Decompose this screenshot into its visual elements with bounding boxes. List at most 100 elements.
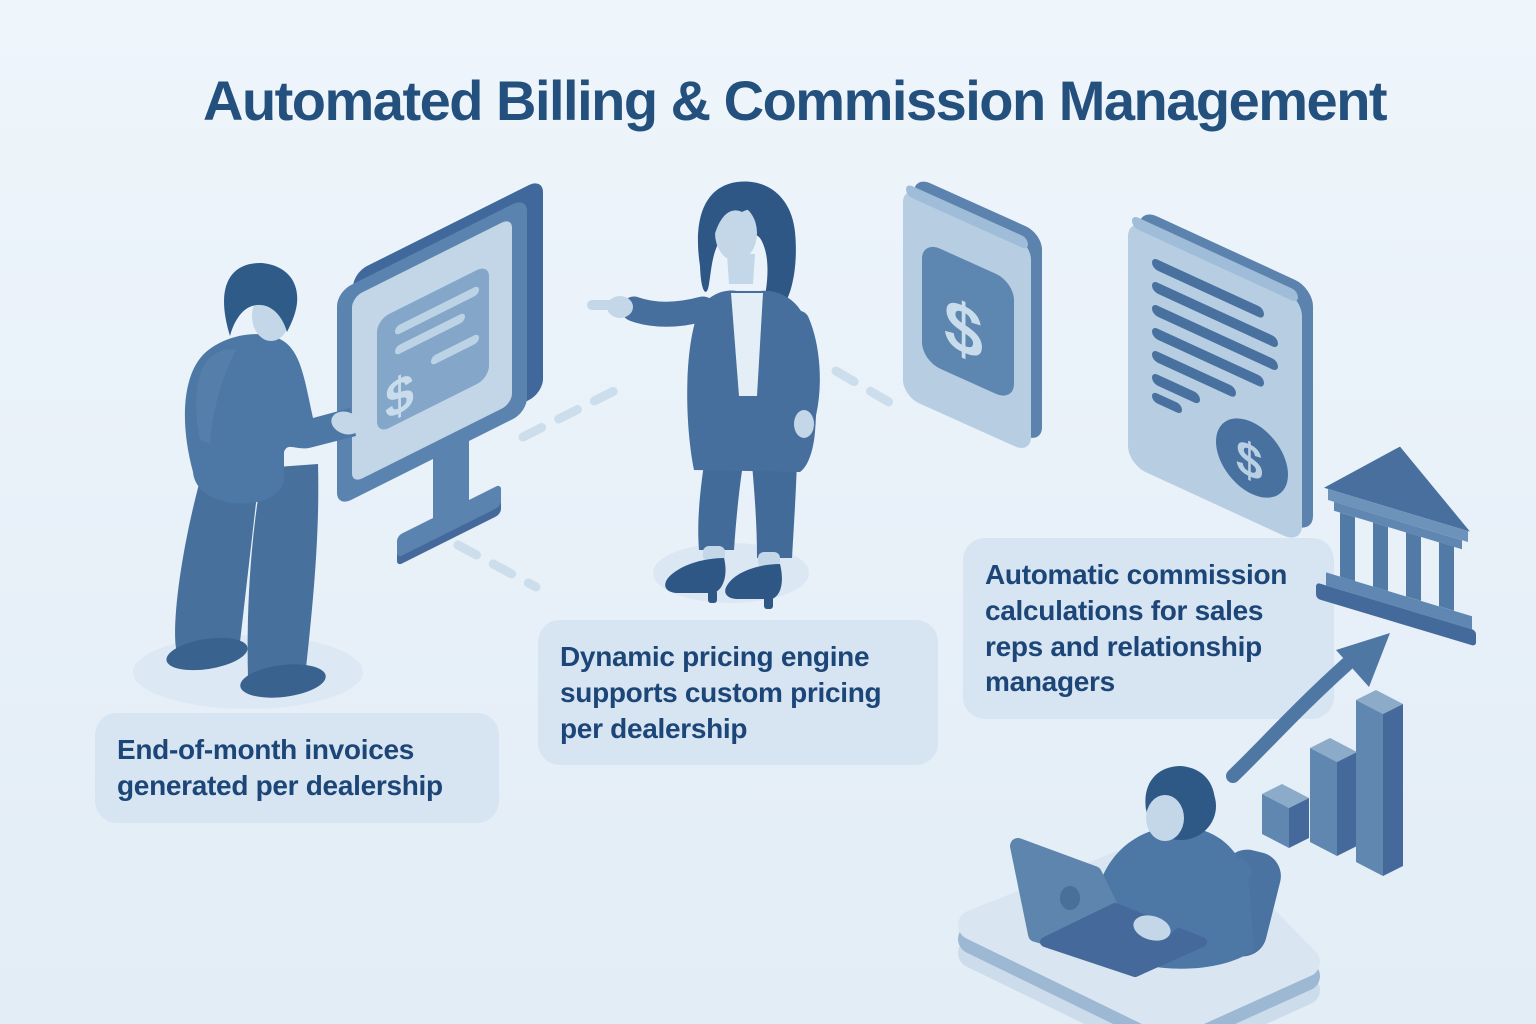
bar-left-face <box>1356 700 1383 876</box>
woman-blazer <box>687 290 817 472</box>
dashed-connector-monitor-caption <box>453 540 541 592</box>
document-top-bevel <box>1132 216 1298 302</box>
caption-invoices: End-of-month invoices generated per deal… <box>95 713 499 823</box>
woman-pointing-arm <box>621 296 716 327</box>
man-shadow-ellipse <box>133 635 363 709</box>
invoice-panel-line <box>395 286 479 335</box>
man-hand <box>331 411 361 435</box>
bank-roof-fascia <box>1328 489 1468 543</box>
man-shoe <box>240 664 326 698</box>
man-leg <box>175 462 260 655</box>
invoice-document-icon: $ <box>1128 214 1313 538</box>
bank-base <box>1316 583 1476 646</box>
woman-left-arm <box>786 310 820 424</box>
chair-back <box>1209 849 1281 957</box>
bank-roof <box>1324 446 1470 532</box>
monitor-frame <box>337 202 527 502</box>
caption-text-line: End-of-month invoices <box>117 734 415 765</box>
woman-neck <box>727 254 755 284</box>
document-edge <box>1139 214 1313 528</box>
caption-text-line: Dynamic pricing engine <box>560 641 870 672</box>
caption-pricing: Dynamic pricing engine supports custom p… <box>538 620 938 766</box>
monitor-stand-base-edge <box>397 499 501 565</box>
woman-shadow-ellipse <box>653 543 809 603</box>
page-title: Automated Billing & Commission Managemen… <box>203 69 1388 132</box>
card-top-bevel <box>906 185 1028 249</box>
card-dollar-panel <box>922 246 1014 396</box>
card-face <box>903 191 1031 448</box>
dashed-connector-woman-card <box>831 366 899 410</box>
man-face <box>252 291 290 341</box>
businesswoman-figure <box>587 181 820 609</box>
bar-right-face <box>1383 704 1403 876</box>
bank-column <box>1439 542 1454 611</box>
woman-pointing-finger <box>587 300 623 310</box>
desk-platform-lip <box>958 853 1320 1024</box>
woman-hair-back <box>697 181 796 310</box>
laptop-logo <box>1060 886 1080 910</box>
dollar-sign-icon: $ <box>944 282 983 378</box>
woman-ankle <box>703 546 725 562</box>
dollar-coin-icon <box>1216 418 1288 498</box>
caption-text-line: calculations for sales <box>985 594 1264 626</box>
bank-architrave <box>1334 501 1462 550</box>
caption-text-line: supports custom pricing <box>560 676 882 708</box>
card-edge <box>914 181 1042 438</box>
caption-text-line: reps and relationship <box>985 630 1262 662</box>
bar-top <box>1356 690 1403 714</box>
invoice-panel-line <box>431 334 479 365</box>
woman-face <box>715 205 757 261</box>
laptop-person-hand <box>1133 915 1171 941</box>
invoice-panel-line <box>395 313 465 355</box>
bar-right-face <box>1289 798 1309 848</box>
caption-text-line: Automatic commission <box>985 559 1288 590</box>
man-hair <box>224 262 298 336</box>
monitor-stand-base <box>397 485 501 557</box>
laptop-person-hair <box>1146 772 1216 840</box>
laptop-person-body <box>1093 826 1254 969</box>
bar-top <box>1310 738 1357 762</box>
laptop-person-face <box>1146 795 1184 841</box>
man-leg <box>247 464 319 678</box>
bar-medium <box>1310 738 1357 856</box>
man-body <box>184 334 356 504</box>
woman-heel-shoe <box>665 558 726 593</box>
caption-text-line: per dealership <box>560 712 748 744</box>
caption-commission: Automatic commission calculations for sa… <box>963 538 1334 720</box>
document-text-line <box>1152 392 1182 414</box>
woman-hand-palm <box>607 296 633 318</box>
laptop-lid <box>1010 838 1146 972</box>
document-text-line <box>1152 305 1278 371</box>
dollar-sign-icon: $ <box>385 359 414 432</box>
woman-heel-shoe <box>725 564 782 599</box>
desk-platform-rim <box>958 839 1320 1024</box>
document-text-line <box>1152 374 1200 404</box>
bar-right-face <box>1337 752 1357 856</box>
bank-column <box>1340 512 1355 582</box>
bar-left-face <box>1310 748 1337 856</box>
laptop-person-arm <box>1143 857 1251 940</box>
bar-tall <box>1356 690 1403 876</box>
document-text-line <box>1152 351 1236 397</box>
woman-heel <box>708 590 717 603</box>
woman-leg <box>698 458 743 550</box>
woman-ankle <box>758 552 780 568</box>
woman-hair-front <box>710 189 780 250</box>
bank-step <box>1326 572 1472 630</box>
document-text-line <box>1152 282 1278 348</box>
document-face <box>1128 224 1302 538</box>
payment-card-icon: $ <box>903 181 1042 448</box>
standing-man-figure <box>166 262 361 698</box>
woman-leg <box>752 460 797 558</box>
man-jacket-highlight <box>196 349 236 444</box>
laptop-person-figure <box>958 766 1320 1024</box>
woman-heel <box>764 596 773 609</box>
document-text-line <box>1152 259 1264 318</box>
woman-hand <box>794 410 814 438</box>
desktop-monitor-icon: $ <box>337 183 543 565</box>
bank-column <box>1373 522 1388 592</box>
bank-icon <box>1316 446 1476 646</box>
growth-arrow-head <box>1336 633 1390 687</box>
